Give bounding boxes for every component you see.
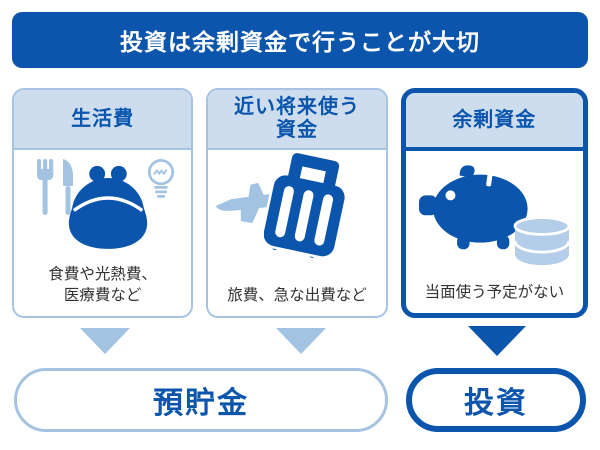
card-near-future-funds-header: 近い将来使う 資金 bbox=[208, 90, 386, 150]
card-surplus-funds-body: 当面使う予定がない bbox=[406, 151, 583, 313]
surplus-icon-zone bbox=[406, 151, 583, 283]
card-living-expenses: 生活費 bbox=[12, 88, 194, 318]
card-near-future-funds-body: 旅費、急な出費など bbox=[208, 150, 385, 316]
title-banner: 投資は余剰資金で行うことが大切 bbox=[12, 12, 588, 68]
investment-label: 投資 bbox=[464, 387, 528, 420]
down-arrow-near-future bbox=[276, 328, 326, 354]
card-header-label: 近い将来使う bbox=[233, 96, 360, 118]
card-near-future-funds: 近い将来使う 資金 bbox=[206, 88, 388, 318]
investment-box: 投資 bbox=[406, 368, 586, 432]
down-arrow-living-expenses bbox=[80, 328, 130, 354]
lightbulb-icon bbox=[148, 159, 175, 198]
near-future-icon-zone bbox=[208, 150, 385, 286]
coin-purse-icon bbox=[68, 165, 148, 249]
near-future-caption: 旅費、急な出費など bbox=[227, 286, 367, 306]
card-surplus-funds-header: 余剰資金 bbox=[405, 93, 583, 151]
card-header-label: 生活費 bbox=[71, 107, 135, 130]
living-expenses-icon-zone bbox=[14, 150, 191, 265]
category-cards: 生活費 bbox=[12, 88, 588, 318]
suitcase-icon bbox=[264, 152, 348, 262]
card-header-label: 余剰資金 bbox=[452, 108, 537, 131]
card-living-expenses-body: 食費や光熱費、 医療費など bbox=[14, 150, 191, 316]
card-header-label-line2: 資金 bbox=[275, 119, 318, 141]
savings-label: 預貯金 bbox=[153, 387, 249, 420]
title-text: 投資は余剰資金で行うことが大切 bbox=[120, 29, 480, 55]
card-surplus-funds: 余剰資金 bbox=[400, 88, 588, 318]
coin-stack-icon bbox=[513, 216, 571, 266]
living-expenses-caption: 食費や光熱費、 医療費など bbox=[48, 265, 157, 306]
down-arrow-surplus bbox=[468, 326, 526, 356]
caption-line: 当面使う予定がない bbox=[424, 283, 565, 301]
savings-box: 預貯金 bbox=[14, 368, 388, 432]
piggy-bank-icon bbox=[418, 165, 528, 250]
caption-line: 旅費、急な出費など bbox=[227, 286, 367, 304]
caption-line: 医療費など bbox=[63, 286, 142, 304]
caption-line: 食費や光熱費、 bbox=[48, 266, 157, 284]
utensils-icon bbox=[37, 159, 73, 215]
card-living-expenses-header: 生活費 bbox=[14, 90, 192, 150]
surplus-caption: 当面使う予定がない bbox=[425, 283, 565, 303]
